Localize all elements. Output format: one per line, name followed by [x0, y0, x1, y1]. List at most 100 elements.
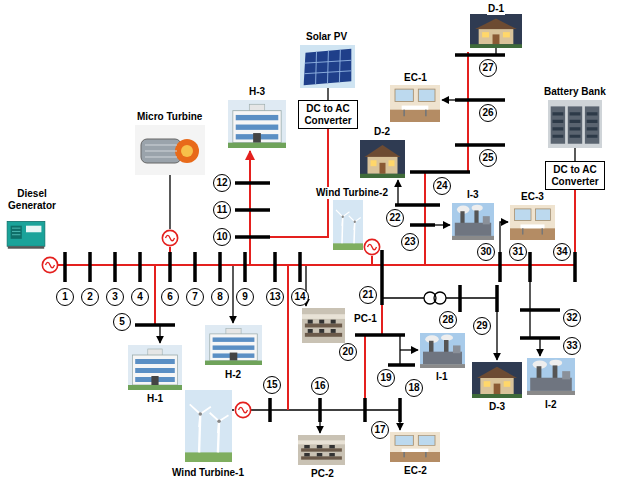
component-label: I-2: [544, 399, 558, 411]
bus-number-text: 30: [480, 247, 491, 257]
component-label: Diesel Generator: [3, 188, 61, 212]
bus-number-text: 10: [216, 232, 227, 242]
house-picture: [470, 14, 522, 48]
generator-symbol: [162, 230, 177, 245]
bus-number: 29: [473, 317, 491, 335]
house-picture: [472, 362, 522, 398]
feeder-line: [270, 128, 328, 237]
bus-number-text: 16: [314, 381, 325, 391]
bus-bar: [455, 55, 505, 145]
house-picture: [360, 140, 405, 178]
component-pictures: [5, 14, 602, 465]
bus-number: 9: [236, 288, 254, 306]
hospital-picture: [128, 345, 182, 390]
office-picture: [390, 432, 440, 462]
bus-number: 5: [113, 313, 131, 331]
bus-bar: [135, 323, 175, 327]
bus-number-text: 28: [442, 315, 453, 325]
bus-number-text: 13: [269, 292, 280, 302]
bus-number: 34: [553, 243, 571, 261]
office-picture: [390, 85, 440, 122]
red-feeders: [58, 52, 575, 410]
bus-number-text: 7: [192, 292, 198, 302]
feeder-line: [382, 297, 424, 298]
bus-number-text: 25: [482, 153, 493, 163]
black-feeders: [170, 48, 575, 410]
component-label: I-3: [466, 189, 480, 201]
bus-bar: [65, 252, 575, 282]
bus-number: 16: [311, 377, 329, 395]
bus-number-text: 9: [242, 292, 248, 302]
bus-number-text: 2: [87, 292, 93, 302]
wind-turbine-picture: [333, 200, 363, 250]
load-arrow: [319, 422, 320, 433]
hospital-picture: [205, 325, 262, 365]
bus-number: 15: [263, 376, 281, 394]
factory-picture: [452, 203, 494, 240]
pc-room-picture: [302, 308, 345, 343]
component-label: Battery Bank: [543, 86, 607, 98]
converter-box: DC to AC Converter: [298, 100, 358, 129]
bus-number-text: 19: [380, 373, 391, 383]
bus-number: 8: [211, 288, 229, 306]
bus-number-text: 1: [62, 292, 68, 302]
bus-number: 23: [401, 233, 419, 251]
generator-symbol: [364, 239, 379, 254]
bus-number-text: 33: [566, 341, 577, 351]
bus-number-text: 29: [476, 321, 487, 331]
component-label: EC-1: [403, 72, 428, 84]
feeder-line: [424, 172, 426, 265]
feeder-line: [251, 409, 365, 410]
factory-picture: [527, 358, 575, 395]
bus-number: 2: [81, 288, 99, 306]
load-arrow: [539, 338, 540, 356]
bus-bar: [235, 183, 270, 237]
bus-number: 17: [371, 421, 389, 439]
bus-number-text: 17: [374, 425, 385, 435]
bus-bar: [395, 172, 470, 225]
load-arrows: [160, 100, 540, 433]
generator-symbol: [235, 402, 250, 417]
bus-bar: [460, 285, 497, 312]
component-label: PC-2: [310, 468, 335, 480]
load-arrow: [159, 326, 160, 343]
bus-number-text: 18: [408, 383, 419, 393]
bus-number-text: 23: [404, 237, 415, 247]
bus-bar: [270, 398, 400, 422]
bus-number: 14: [291, 288, 309, 306]
bus-bars: [65, 55, 575, 422]
load-arrow: [435, 224, 450, 225]
bus-bar: [355, 335, 415, 365]
component-label: D-1: [487, 3, 505, 15]
component-label: Wind Turbine-1: [171, 467, 245, 479]
component-label: Micro Turbine: [136, 111, 203, 123]
bus-number-text: 6: [167, 292, 173, 302]
bus-number-text: 32: [566, 313, 577, 323]
load-arrow: [400, 349, 418, 350]
load-arrow: [397, 180, 398, 205]
main-feeder: [58, 264, 575, 266]
hospital-picture: [228, 100, 286, 148]
bus-number-text: 22: [389, 213, 400, 223]
bus-number: 4: [131, 288, 149, 306]
bus-number-text: 15: [266, 380, 277, 390]
feeder-line: [287, 265, 289, 410]
component-label: I-1: [435, 371, 449, 383]
feeder-line: [249, 151, 251, 265]
generators: [42, 230, 379, 417]
bus-number: 19: [377, 369, 395, 387]
pc-room-picture: [298, 435, 345, 465]
bus-number-text: 4: [137, 292, 143, 302]
bus-number: 11: [213, 201, 231, 219]
bus-number: 13: [266, 288, 284, 306]
feeder-line: [327, 88, 328, 100]
feeder-line: [232, 409, 234, 410]
bus-number: 22: [386, 209, 404, 227]
feeder-line: [467, 52, 469, 172]
bus-number: 31: [509, 243, 527, 261]
office-picture: [510, 205, 555, 240]
wind-turbine-picture: [185, 390, 232, 462]
component-label: PC-1: [353, 313, 378, 325]
